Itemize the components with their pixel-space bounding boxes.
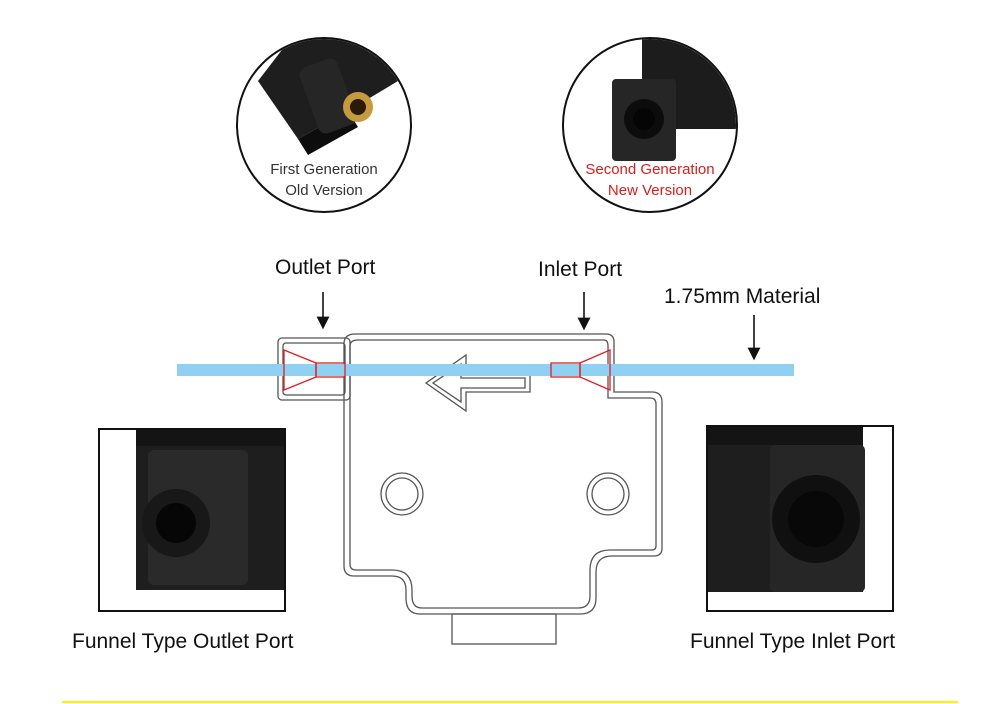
bottom-divider xyxy=(62,701,958,703)
inlet-port-part-image xyxy=(708,427,865,592)
new-version-line1: Second Generation xyxy=(585,161,715,178)
inlet-port-photo xyxy=(706,425,894,612)
old-version-circle: First Generation Old Version xyxy=(236,37,412,213)
new-version-circle: Second Generation New Version xyxy=(562,37,738,213)
inlet-port-caption: Funnel Type Inlet Port xyxy=(690,630,896,653)
outlet-port-photo xyxy=(98,428,286,612)
outlet-port-caption: Funnel Type Outlet Port xyxy=(72,630,294,653)
outlet-port-label: Outlet Port xyxy=(275,256,376,279)
inlet-port-label: Inlet Port xyxy=(538,258,623,281)
filament-strand xyxy=(177,364,794,376)
old-version-line2: Old Version xyxy=(285,182,363,199)
inlet-funnel-marker xyxy=(550,349,611,391)
sensor-body-outline xyxy=(277,333,663,645)
old-version-line1: First Generation xyxy=(270,161,378,178)
outlet-funnel-marker xyxy=(283,349,346,391)
material-label: 1.75mm Material xyxy=(664,285,821,308)
new-version-line2: New Version xyxy=(607,182,693,199)
outlet-port-part-image xyxy=(136,430,284,590)
old-version-part-image xyxy=(258,39,410,155)
new-version-part-image xyxy=(612,39,736,161)
